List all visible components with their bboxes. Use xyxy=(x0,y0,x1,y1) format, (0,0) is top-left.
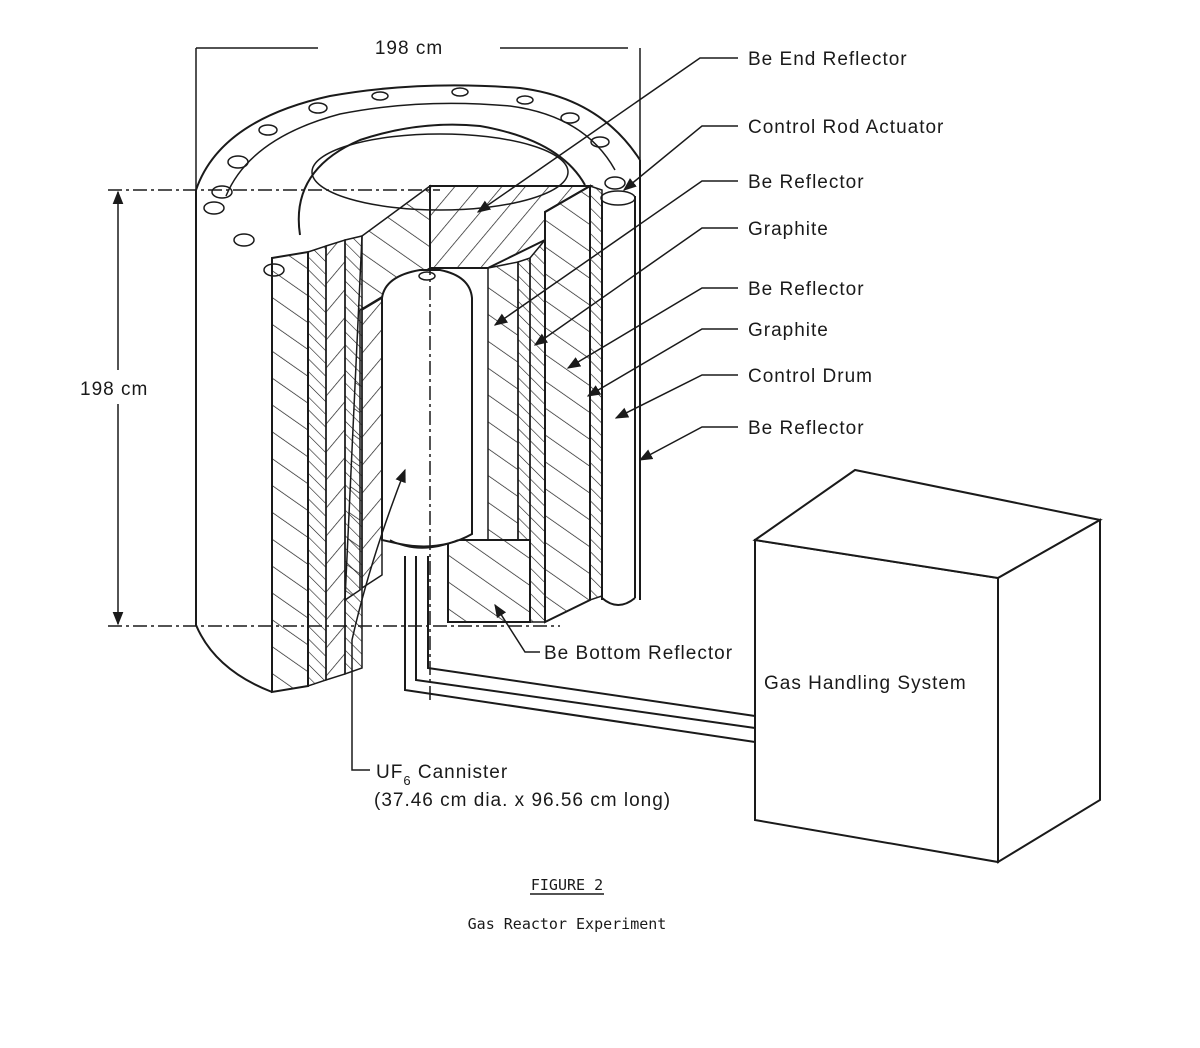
leader-lines xyxy=(351,57,738,771)
label-graphite-2: Graphite xyxy=(748,320,829,341)
top-dimension-label: 198 cm xyxy=(375,38,443,59)
label-control-rod-actuator: Control Rod Actuator xyxy=(748,117,944,138)
label-be-reflector-1: Be Reflector xyxy=(748,172,865,193)
gas-pipes xyxy=(404,556,756,743)
label-uf6-cannister: UF6 Cannister xyxy=(376,762,508,788)
gas-handling-system-box xyxy=(752,468,1103,864)
dimension-lines xyxy=(108,47,641,700)
uf6-cannister xyxy=(381,269,473,549)
side-dimension-label: 198 cm xyxy=(80,379,148,400)
label-cannister-dimensions: (37.46 cm dia. x 96.56 cm long) xyxy=(374,790,671,811)
figure-title: Gas Reactor Experiment xyxy=(468,915,667,933)
figure-number: FIGURE 2 xyxy=(531,876,603,894)
label-control-drum: Control Drum xyxy=(748,366,873,387)
label-be-reflector-2: Be Reflector xyxy=(748,279,865,300)
control-drum xyxy=(600,190,636,606)
label-be-reflector-3: Be Reflector xyxy=(748,418,865,439)
diagram-labels: 198 cm 198 cm Be End Reflector Control R… xyxy=(78,36,967,811)
flange-bolts xyxy=(203,87,626,277)
reactor-vessel xyxy=(195,84,641,693)
label-gas-handling-system: Gas Handling System xyxy=(764,673,967,694)
label-graphite-1: Graphite xyxy=(748,219,829,240)
label-be-end-reflector: Be End Reflector xyxy=(748,49,908,70)
figure-caption: FIGURE 2 Gas Reactor Experiment xyxy=(468,876,667,933)
label-be-bottom-reflector: Be Bottom Reflector xyxy=(544,643,733,664)
